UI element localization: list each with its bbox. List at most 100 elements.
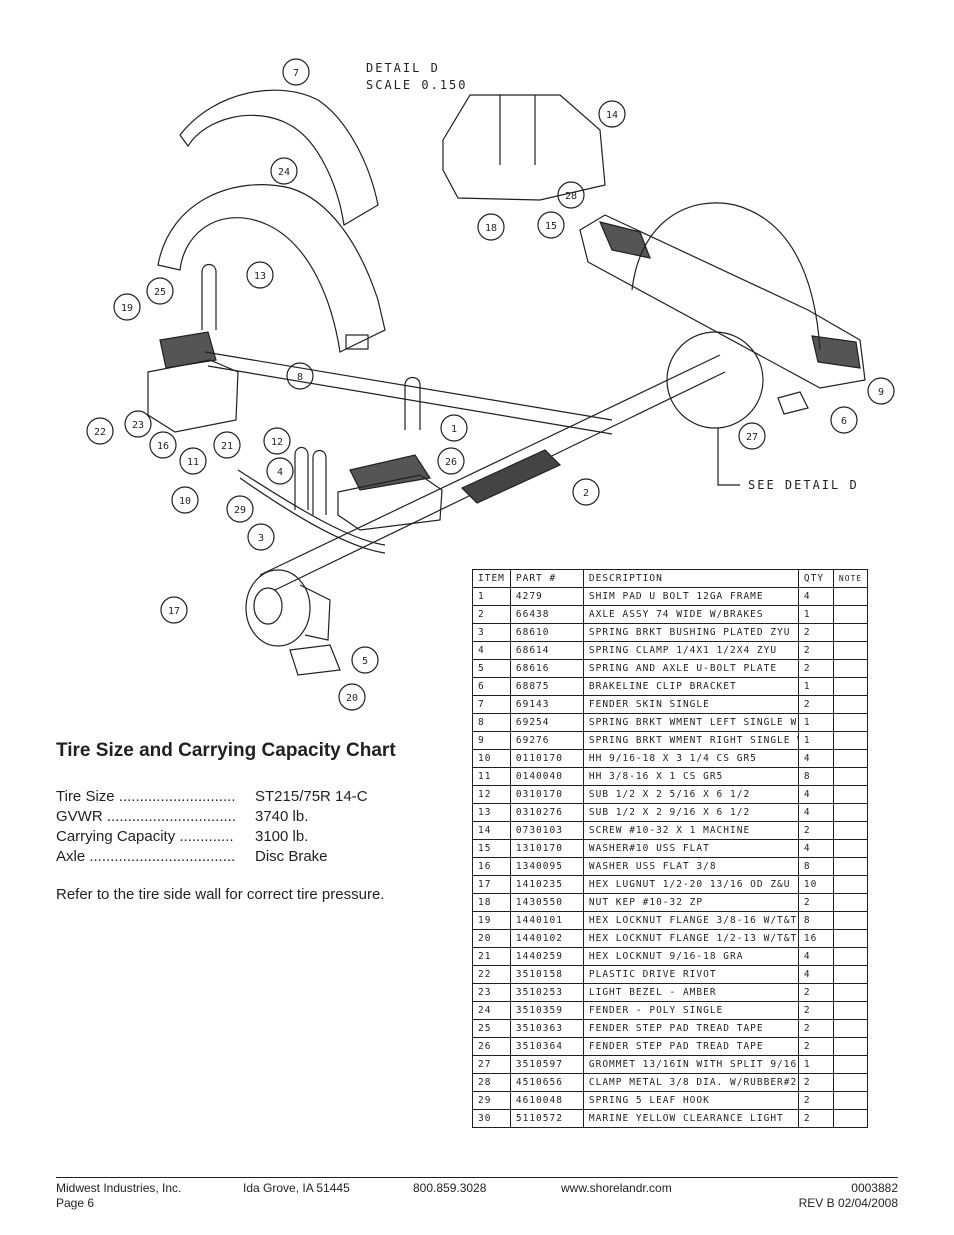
cell-item: 2 — [472, 605, 511, 624]
cell-item: 9 — [472, 731, 511, 750]
svg-text:12: 12 — [271, 437, 283, 448]
cell-item: 1 — [472, 587, 511, 606]
cell-note — [832, 911, 869, 930]
u-bolt-13 — [201, 263, 217, 330]
cell-part: 69143 — [509, 695, 584, 714]
cell-qty: 2 — [797, 1091, 834, 1110]
cell-qty: 2 — [797, 623, 834, 642]
cell-description: AXLE ASSY 74 WIDE W/BRAKES — [582, 605, 799, 624]
cell-item: 13 — [472, 803, 511, 822]
svg-text:20: 20 — [346, 693, 358, 704]
svg-text:18: 18 — [485, 223, 497, 234]
cell-item: 10 — [472, 749, 511, 768]
spec-value: ST215/75R 14-C — [255, 788, 368, 805]
spring-bracket-center — [337, 474, 443, 531]
cell-item: 16 — [472, 857, 511, 876]
cell-note — [832, 785, 869, 804]
spring-bracket-left — [147, 359, 239, 433]
cell-description: CLAMP METAL 3/8 DIA. W/RUBBER#25106 — [582, 1073, 799, 1092]
cell-qty: 2 — [797, 821, 834, 840]
cell-note — [832, 767, 869, 786]
svg-text:10: 10 — [179, 496, 191, 507]
svg-text:29: 29 — [234, 505, 246, 516]
cell-qty: 2 — [797, 1037, 834, 1056]
cell-part: 4510656 — [509, 1073, 584, 1092]
svg-text:23: 23 — [132, 420, 144, 431]
frame-rail — [204, 351, 613, 435]
cell-part: 5110572 — [509, 1109, 584, 1128]
hub-center — [253, 587, 283, 625]
poly-fender — [157, 184, 386, 353]
cell-description: PLASTIC DRIVE RIVOT — [582, 965, 799, 984]
cell-description: SHIM PAD U BOLT 12GA FRAME — [582, 587, 799, 606]
cell-note — [832, 749, 869, 768]
svg-text:25: 25 — [154, 287, 166, 298]
step-pad-left — [159, 331, 217, 369]
svg-text:15: 15 — [545, 221, 557, 232]
cell-qty: 2 — [797, 641, 834, 660]
cell-note — [832, 947, 869, 966]
callout-28: 28 — [557, 181, 585, 209]
cell-qty: 8 — [797, 911, 834, 930]
header-item: ITEM — [472, 569, 511, 588]
leaf-spring — [237, 469, 386, 554]
svg-text:1: 1 — [451, 424, 457, 435]
cell-note — [832, 677, 869, 696]
cell-part: 1440259 — [509, 947, 584, 966]
u-bolt-12b — [312, 449, 327, 515]
cell-item: 30 — [472, 1109, 511, 1128]
detail-d-inset — [442, 94, 606, 201]
backing-plate — [299, 584, 331, 641]
cell-note — [832, 623, 869, 642]
cell-part: 3510359 — [509, 1001, 584, 1020]
svg-text:13: 13 — [254, 271, 266, 282]
cell-part: 3510597 — [509, 1055, 584, 1074]
footer-doc-number: 0003882 — [851, 1181, 898, 1195]
svg-text:21: 21 — [221, 441, 233, 452]
callout-14: 14 — [598, 100, 626, 128]
cell-part: 4279 — [509, 587, 584, 606]
cell-note — [832, 1073, 869, 1092]
cell-qty: 10 — [797, 875, 834, 894]
brakeline-clip-bracket — [777, 391, 809, 415]
footer-page: Page 6 — [56, 1196, 95, 1210]
callout-29: 29 — [226, 495, 254, 523]
footer-website: www.shorelandr.com — [561, 1181, 672, 1195]
callout-23: 23 — [124, 410, 152, 438]
cell-qty: 1 — [797, 731, 834, 750]
cell-part: 1310170 — [509, 839, 584, 858]
cell-description: HEX LOCKNUT FLANGE 3/8-16 W/T&T — [582, 911, 799, 930]
callout-5: 5 — [351, 646, 379, 674]
axle-step-tread — [460, 449, 562, 504]
cell-description: SPRING 5 LEAF HOOK — [582, 1091, 799, 1110]
cell-description: SCREW #10-32 X 1 MACHINE — [582, 821, 799, 840]
callout-16: 16 — [149, 431, 177, 459]
svg-text:26: 26 — [445, 457, 457, 468]
svg-text:11: 11 — [187, 457, 199, 468]
cell-description: NUT KEP #10-32 ZP — [582, 893, 799, 912]
cell-description: FENDER SKIN SINGLE — [582, 695, 799, 714]
callout-26: 26 — [437, 447, 465, 475]
cell-note — [832, 965, 869, 984]
svg-text:5: 5 — [362, 656, 368, 667]
cell-qty: 8 — [797, 857, 834, 876]
cell-note — [832, 875, 869, 894]
cell-qty: 4 — [797, 749, 834, 768]
callout-3: 3 — [247, 523, 275, 551]
footer-revision: REV B 02/04/2008 — [798, 1196, 898, 1210]
